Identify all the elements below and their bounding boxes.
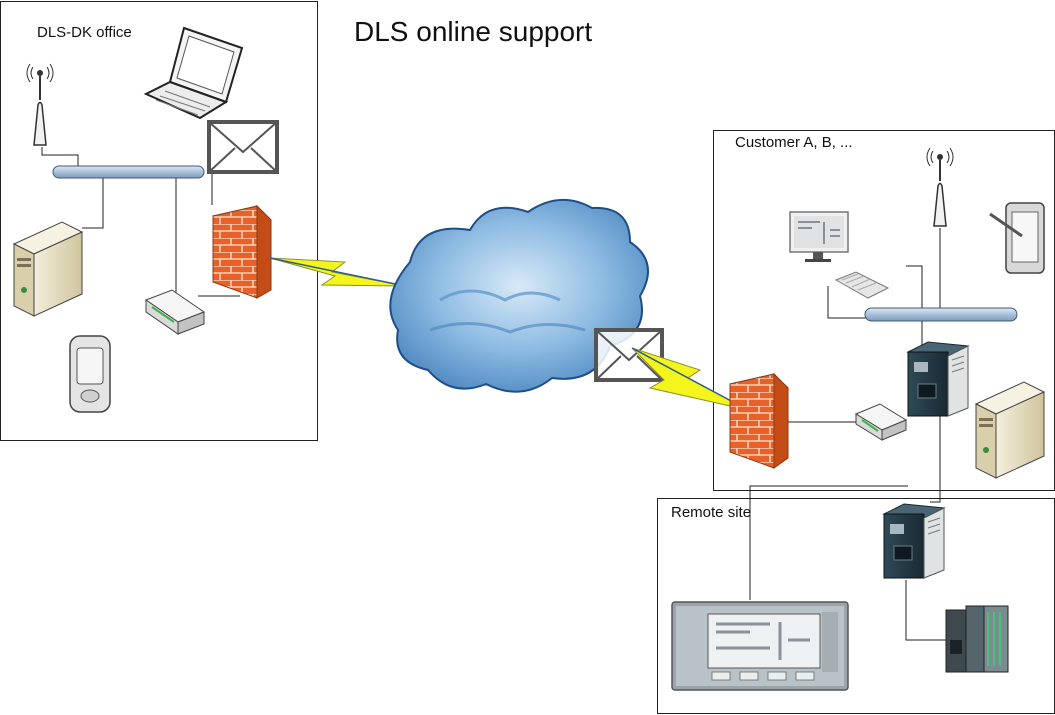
office-pda-icon: [69, 335, 111, 413]
customer-desktop-monitor-icon: [789, 211, 849, 262]
customer-network-bus-icon: [864, 307, 1018, 322]
customer-firewall-icon: [729, 372, 789, 469]
customer-zone-label: Customer A, B, ...: [735, 134, 853, 151]
office-zone-label: DLS-DK office: [37, 24, 132, 41]
customer-links: [749, 228, 946, 641]
remote-zone-label: Remote site: [671, 504, 752, 521]
remote-plc-icon: [945, 605, 1009, 673]
office-firewall-icon: [212, 204, 272, 299]
office-router-icon: [144, 289, 206, 335]
customer-server-icon: [974, 381, 1046, 479]
lightning-left-icon: [269, 257, 406, 287]
office-laptop-icon: [143, 26, 244, 120]
office-antenna-icon: [26, 63, 54, 146]
office-envelope-icon: [207, 120, 279, 174]
office-network-bus-icon: [52, 165, 205, 179]
remote-industrial-gateway-icon: [882, 503, 946, 579]
remote-hmi-panel-icon: [671, 601, 849, 691]
customer-tablet-icon: [989, 202, 1045, 274]
internet-cloud-icon: [389, 198, 649, 393]
office-server-icon: [12, 221, 84, 317]
diagram-title: DLS online support: [354, 16, 593, 47]
customer-keyboard-icon: [834, 271, 890, 299]
customer-router-icon: [854, 403, 908, 441]
customer-antenna-icon: [926, 147, 954, 227]
customer-industrial-gateway-icon: [906, 341, 970, 417]
